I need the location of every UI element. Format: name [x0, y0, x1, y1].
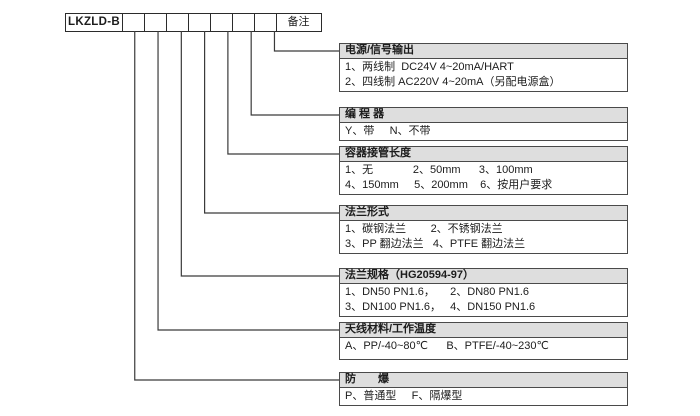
connector-line-flange-type	[204, 31, 339, 214]
section-header-flange-spec: 法兰规格（HG20594-97）	[339, 268, 628, 284]
section-power-signal-output: 电源/信号输出 1、两线制 DC24V 4~20mA/HART 2、四线制 AC22…	[339, 43, 628, 92]
connector-line-vessel-nozzle-length	[227, 31, 339, 155]
connector-line-explosion-proof	[134, 31, 339, 381]
model-code-cell	[231, 13, 255, 32]
option-line: 4、150mm 5、200mm 6、按用户要求	[345, 179, 553, 191]
model-code-cell	[165, 13, 189, 32]
option-line: 3、PP 翻边法兰 4、PTFE 翻边法兰	[345, 238, 526, 250]
option-line: 1、碳钢法兰 2、不锈钢法兰	[345, 223, 503, 235]
option-line: 1、无 2、50mm 3、100mm	[345, 164, 533, 176]
section-body-antenna-material-temperature: A、PP/-40~80℃ B、PTFE/-40~230℃	[339, 337, 628, 360]
section-antenna-material-temperature: 天线材料/工作温度 A、PP/-40~80℃ B、PTFE/-40~230℃	[339, 322, 628, 360]
model-prefix-box: LKZLD-B	[65, 13, 123, 32]
section-header-power-signal-output: 电源/信号输出	[339, 43, 628, 59]
section-header-flange-type: 法兰形式	[339, 205, 628, 221]
section-body-flange-type: 1、碳钢法兰 2、不锈钢法兰 3、PP 翻边法兰 4、PTFE 翻边法兰	[339, 220, 628, 254]
connector-line-flange-spec	[180, 31, 339, 277]
section-flange-type: 法兰形式 1、碳钢法兰 2、不锈钢法兰 3、PP 翻边法兰 4、PTFE 翻边法兰	[339, 205, 628, 254]
connector-line-programmer	[250, 31, 339, 116]
option-line: 1、两线制 DC24V 4~20mA/HART	[345, 61, 514, 73]
remark-box: 备注	[275, 13, 322, 32]
section-header-explosion-proof: 防 爆	[339, 372, 628, 388]
option-line: P、普通型 F、隔爆型	[345, 390, 463, 402]
model-code-cell	[209, 13, 233, 32]
section-programmer: 编 程 器 Y、带 N、不带	[339, 107, 628, 141]
model-code-cell	[253, 13, 277, 32]
section-header-programmer: 编 程 器	[339, 107, 628, 123]
connector-line-antenna-material-temperature	[157, 31, 339, 331]
model-code-cell	[121, 13, 145, 32]
option-line: 2、四线制 AC220V 4~20mA（另配电源盒）	[345, 76, 561, 88]
section-body-power-signal-output: 1、两线制 DC24V 4~20mA/HART 2、四线制 AC220V 4~20…	[339, 58, 628, 92]
model-code-row: LKZLD-B 备注	[65, 13, 322, 32]
section-header-antenna-material-temperature: 天线材料/工作温度	[339, 322, 628, 338]
section-body-programmer: Y、带 N、不带	[339, 122, 628, 141]
model-code-cell	[187, 13, 211, 32]
option-line: A、PP/-40~80℃ B、PTFE/-40~230℃	[345, 340, 549, 352]
section-explosion-proof: 防 爆 P、普通型 F、隔爆型	[339, 372, 628, 406]
section-vessel-nozzle-length: 容器接管长度 1、无 2、50mm 3、100mm 4、150mm 5、200mm …	[339, 146, 628, 195]
section-body-explosion-proof: P、普通型 F、隔爆型	[339, 387, 628, 406]
option-line: 1、DN50 PN1.6， 2、DN80 PN1.6	[345, 286, 530, 298]
section-body-flange-spec: 1、DN50 PN1.6， 2、DN80 PN1.6 3、DN100 PN1.6，…	[339, 283, 628, 317]
section-flange-spec: 法兰规格（HG20594-97）1、DN50 PN1.6， 2、DN80 PN1…	[339, 268, 628, 317]
model-code-cell	[143, 13, 167, 32]
section-header-vessel-nozzle-length: 容器接管长度	[339, 146, 628, 162]
option-line: Y、带 N、不带	[345, 125, 431, 137]
connector-line-power-signal-output	[273, 31, 339, 52]
option-line: 3、DN100 PN1.6， 4、DN150 PN1.6	[345, 301, 536, 313]
section-body-vessel-nozzle-length: 1、无 2、50mm 3、100mm 4、150mm 5、200mm 6、按用户要…	[339, 161, 628, 195]
